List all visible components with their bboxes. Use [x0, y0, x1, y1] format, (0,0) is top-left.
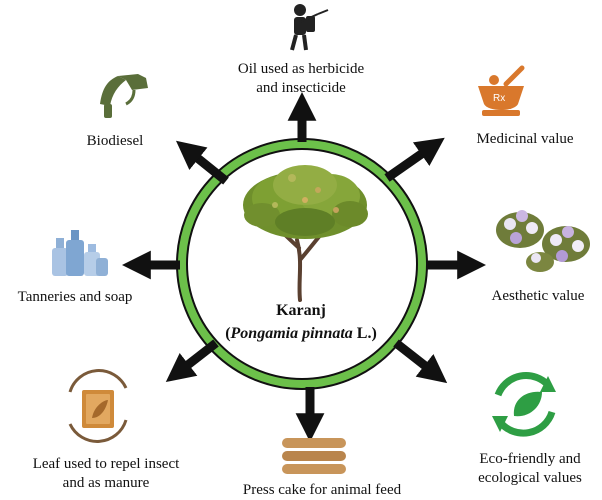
center-ring-inner — [178, 140, 426, 388]
mortar-pestle-rx-icon: Rx — [478, 65, 525, 116]
arrow-up-right — [384, 137, 445, 182]
label-presscake: Press cake for animal feed — [242, 482, 402, 498]
label-leaf: Leaf used to repel insect and as manure — [32, 456, 180, 491]
label-tanneries: Tanneries and soap — [17, 289, 133, 305]
center-scientific-name: (Pongamia pinnata L.) — [225, 325, 377, 342]
sprayer-person-icon — [290, 4, 329, 51]
svg-text:Rx: Rx — [493, 93, 505, 104]
label-herbicide: Oil used as herbicide and insecticide — [237, 61, 365, 96]
tree-icon — [243, 165, 368, 302]
press-cake-icon — [282, 438, 346, 474]
fuel-nozzle-icon — [100, 74, 148, 118]
label-biodiesel: Biodiesel — [86, 133, 144, 149]
bottles-icon — [52, 230, 108, 276]
flower-cluster-icon — [496, 210, 590, 272]
leaf-compost-icon — [68, 369, 128, 443]
scientific-binomial: Pongamia pinnata — [230, 325, 353, 342]
arrow-up-left — [175, 140, 229, 185]
label-aesthetic: Aesthetic value — [491, 288, 585, 304]
recycle-leaf-icon — [492, 372, 556, 437]
arrow-down-right — [393, 339, 448, 384]
center-name: Karanj — [276, 302, 326, 319]
arrow-down-left — [165, 339, 219, 383]
scientific-authority: L. — [356, 325, 372, 342]
label-medicinal: Medicinal value — [476, 131, 574, 147]
label-eco: Eco-friendly and ecological values — [478, 451, 582, 486]
